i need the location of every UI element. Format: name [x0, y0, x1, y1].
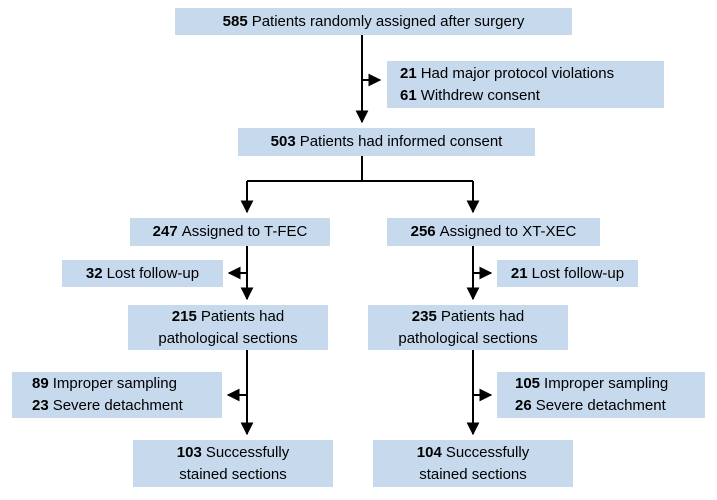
- count-value: 89: [32, 375, 49, 392]
- box-line: pathological sections: [398, 328, 537, 350]
- label-text: pathological sections: [158, 329, 298, 347]
- label-text: Withdrew consent: [420, 86, 540, 104]
- count-value: 104: [416, 443, 442, 461]
- label-text: Patients randomly assigned after surgery: [251, 12, 525, 30]
- label-text: Severe detachment: [535, 397, 666, 414]
- count-value: 247: [152, 223, 178, 240]
- box-line: stained sections: [179, 464, 287, 486]
- label-text: stained sections: [179, 465, 287, 483]
- label-text: stained sections: [419, 465, 527, 483]
- label-text: Patients had: [200, 307, 285, 325]
- label-text: Patients had: [440, 307, 525, 325]
- count-value: 503: [270, 133, 296, 150]
- label-text: Successfully: [445, 443, 530, 461]
- label-text: Assigned to XT-XEC: [439, 223, 577, 240]
- count-value: 61: [400, 86, 417, 104]
- count-value: 235: [411, 307, 437, 325]
- label-text: Improper sampling: [52, 375, 177, 392]
- label-text: Lost follow-up: [531, 264, 625, 282]
- count-value: 21: [510, 264, 528, 282]
- label-text: pathological sections: [398, 329, 538, 347]
- count-value: 26: [515, 397, 532, 414]
- count-value: 585: [222, 12, 248, 30]
- count-value: 103: [176, 443, 202, 461]
- count-value: 256: [410, 223, 436, 240]
- box-line: stained sections: [419, 464, 527, 486]
- count-value: 32: [85, 264, 103, 282]
- label-text: Successfully: [205, 443, 290, 461]
- label-text: Patients had informed consent: [299, 133, 503, 150]
- label-text: Lost follow-up: [106, 264, 200, 282]
- label-text: Assigned to T-FEC: [181, 223, 308, 240]
- box-line: pathological sections: [158, 328, 297, 350]
- label-text: Severe detachment: [52, 397, 183, 414]
- count-value: 215: [171, 307, 197, 325]
- count-value: 105: [515, 375, 541, 392]
- count-value: 21: [400, 64, 417, 82]
- count-value: 23: [32, 397, 49, 414]
- label-text: Improper sampling: [544, 375, 669, 392]
- label-text: Had major protocol violations: [420, 64, 615, 82]
- connector-branch-split: [247, 156, 473, 182]
